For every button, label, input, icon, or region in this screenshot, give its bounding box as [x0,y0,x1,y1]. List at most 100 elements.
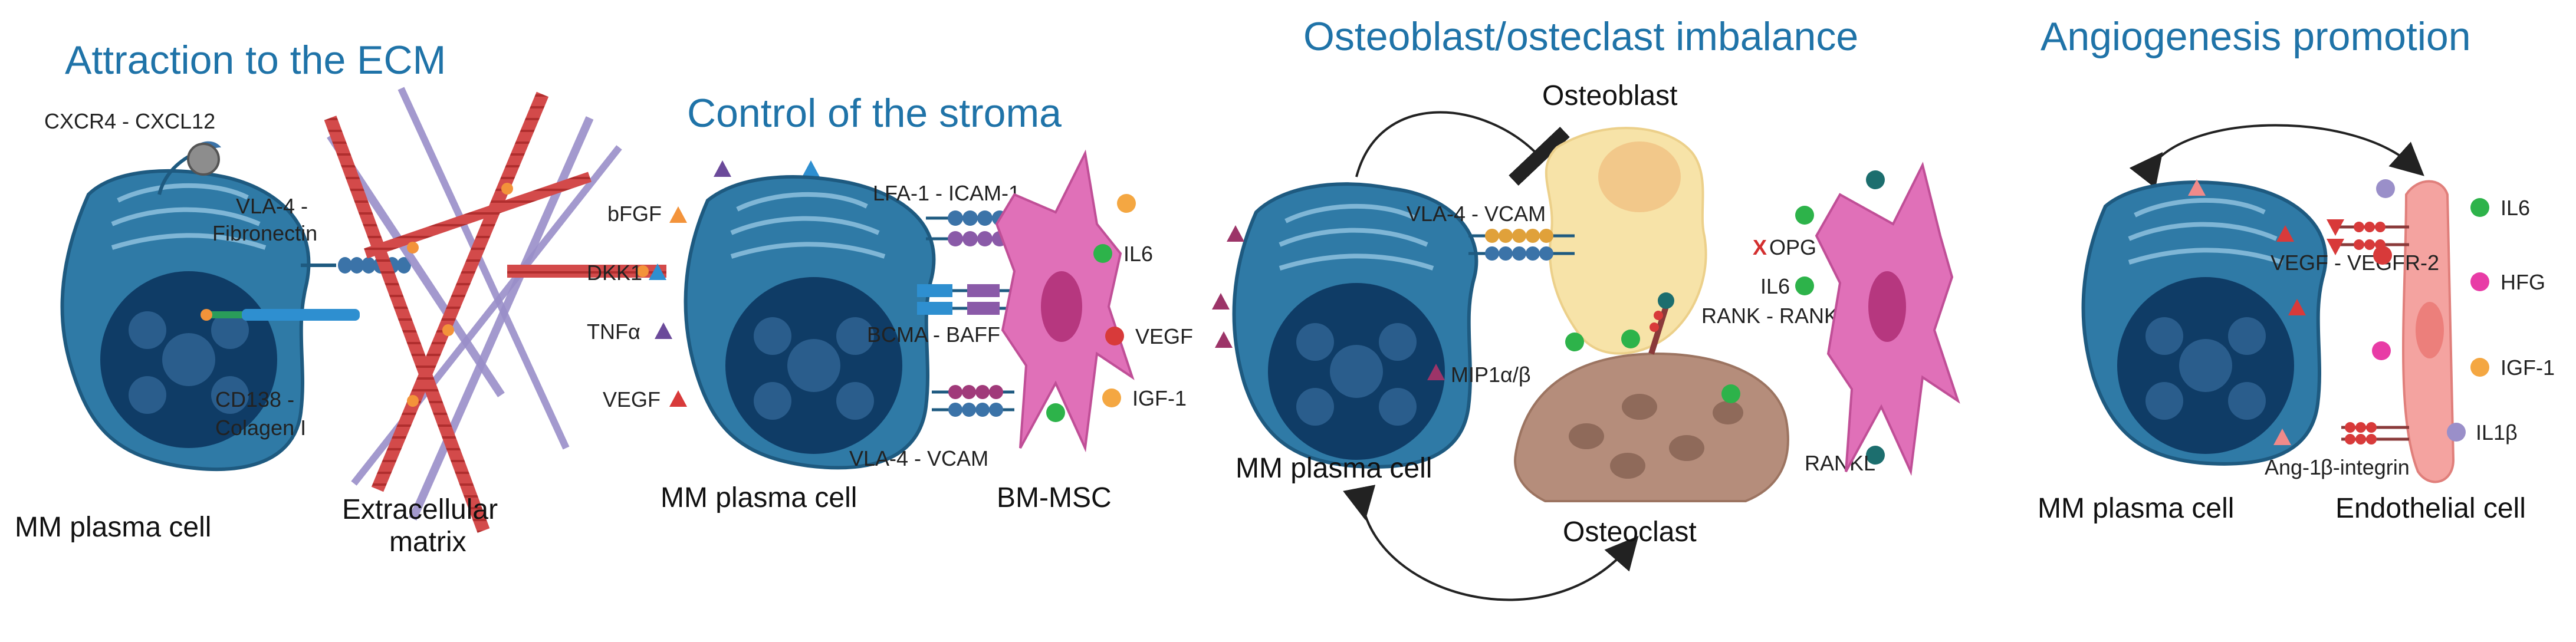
igf1-dot-icon [1117,194,1136,213]
panel-angio-title: Angiogenesis promotion [2041,14,2471,59]
inhibition-arrow-icon [1355,111,1570,186]
label-bm-msc: BM-MSC [997,482,1112,513]
label-bcma-baff: BCMA - BAFF [867,322,1000,347]
label-mm-plasma-cell-bone: MM plasma cell [1236,453,1432,484]
label-vla4-vcam-bone: VLA-4 - VCAM [1407,202,1546,226]
label-opg: OPG [1769,235,1816,259]
label-mm-plasma-cell-stroma: MM plasma cell [661,482,857,513]
stromal-cell-icon [1815,162,1960,476]
ang1-triangle-icon [2188,179,2206,196]
label-endothelial-cell: Endothelial cell [2335,493,2526,524]
il6-dot-icon [1565,332,1584,351]
label-vegf-vegfr2: VEGF - VEGFR-2 [2271,251,2439,275]
mip-triangle-icon [1212,293,1230,310]
vegf-dot-icon [2373,246,2392,265]
label-tnfa: TNFα [587,320,640,344]
label-cxcr4-cxcl12: CXCR4 - CXCL12 [44,109,215,133]
label-igf1-angio: IGF-1 [2501,355,2555,380]
vla4-vcam-receptor-icon [1468,229,1575,261]
label-mm-plasma-cell-ecm: MM plasma cell [15,512,211,543]
plasma-cell-icon [2081,180,2328,466]
label-dkk1: DKK1 [587,261,642,285]
label-mip: MIP1α/β [1451,363,1531,387]
label-vla4-vcam: VLA-4 - VCAM [849,446,988,470]
vegf-triangle-icon [2288,299,2306,315]
cd138-receptor-icon [201,309,360,321]
label-il1b: IL1β [2476,420,2518,445]
bidirectional-arrow-icon [1343,485,1639,601]
label-colagen: Colagen I [215,416,306,440]
label-il6-angio: IL6 [2501,196,2530,220]
vegf-dot-icon [1105,327,1124,345]
label-rankl: RANKL [1805,451,1875,475]
vegf-vegfr2-receptor-icon [2327,219,2409,255]
plasma-cell-icon [60,169,311,471]
cytokine-triangle-icon [802,160,820,177]
stromal-cell-icon [995,149,1135,453]
label-vla4: VLA-4 - [236,194,308,218]
il6-dot-icon [1721,384,1740,403]
bcma-baff-receptor-icon [917,284,1026,315]
beta-integrin-receptor-icon [2341,422,2409,445]
mip-triangle-icon [1227,225,1244,242]
label-vegf-left: VEGF [603,387,661,411]
panel-ecm-title: Attraction to the ECM [65,38,446,83]
extracellular-matrix-icon [324,87,666,533]
label-lfa1-icam1: LFA-1 - ICAM-1 [873,181,1020,205]
label-rank-rankl: RANK - RANKL [1701,304,1850,328]
label-il6-bone: IL6 [1760,274,1790,298]
panel-angio: Angiogenesis promotion [2038,14,2555,524]
label-osteoblast: Osteoblast [1542,80,1677,111]
label-il6: IL6 [1123,242,1153,266]
bidirectional-arrow-icon [2129,124,2424,189]
opg-blocked-marker: X [1753,235,1767,259]
igf1-dot-icon [2470,358,2489,377]
label-vegf-right: VEGF [1135,324,1193,348]
label-igf1: IGF-1 [1132,386,1187,410]
il6-dot-icon [1621,330,1640,348]
label-beta-integrin: β-integrin [2321,455,2410,479]
label-bfgf: bFGF [607,202,662,226]
il6-dot-icon [2470,198,2489,217]
panel-stroma: Control of the stroma bFGF DKK1 TNFα VEG… [587,91,1193,513]
label-extracellular: Extracellular [342,494,498,525]
il6-dot-icon [1046,403,1065,422]
dkk1-icon [649,264,666,280]
vla4-vcam-receptor-icon [932,385,1014,417]
endothelial-cell-icon [2402,180,2455,483]
igf1-dot-icon [1102,389,1121,407]
panel-bone: Osteoblast/osteclast imbalance Osteoblas… [1212,14,1960,601]
cytokine-triangle-icon [714,160,731,177]
vegf-icon [669,390,687,407]
rankl-dot-icon [1866,446,1885,465]
hfg-dot-icon [2470,272,2489,291]
label-hfg: HFG [2501,270,2545,294]
label-osteoclast: Osteoclast [1563,516,1697,548]
il6-dot-icon [1093,244,1112,263]
opg-dot-icon [1795,206,1814,225]
il6-dot-icon [1795,276,1814,295]
osteoblast-icon [1545,127,1707,355]
vla4-fibronectin-receptor-icon [338,257,411,274]
bfgf-icon [669,206,687,223]
mip-triangle-icon [1215,331,1233,348]
rankl-dot-icon [1866,170,1885,189]
panel-ecm: Attraction to the ECM CXCR4 - CXCL12 [15,38,666,558]
cxcr4-receptor-icon [157,141,221,195]
il1b-dot-icon [2447,423,2466,442]
osteoclast-icon [1514,352,1789,502]
rank-rankl-receptor-icon [1648,292,1674,355]
label-mm-plasma-cell-angio: MM plasma cell [2038,493,2234,524]
label-matrix: matrix [389,526,466,558]
hfg-dot-icon [2372,341,2391,360]
label-fibronectin: Fibronectin [212,221,317,245]
label-ang1: Ang-1 [2265,455,2321,479]
tnfa-icon [655,322,672,339]
mip-triangle-icon [1427,364,1445,380]
plasma-cell-icon [1232,182,1478,469]
vegf-triangle-icon [2276,225,2294,242]
il1b-dot-icon [2376,179,2395,198]
plasma-cell-icon [684,175,936,470]
ang1-triangle-icon [2273,429,2291,445]
